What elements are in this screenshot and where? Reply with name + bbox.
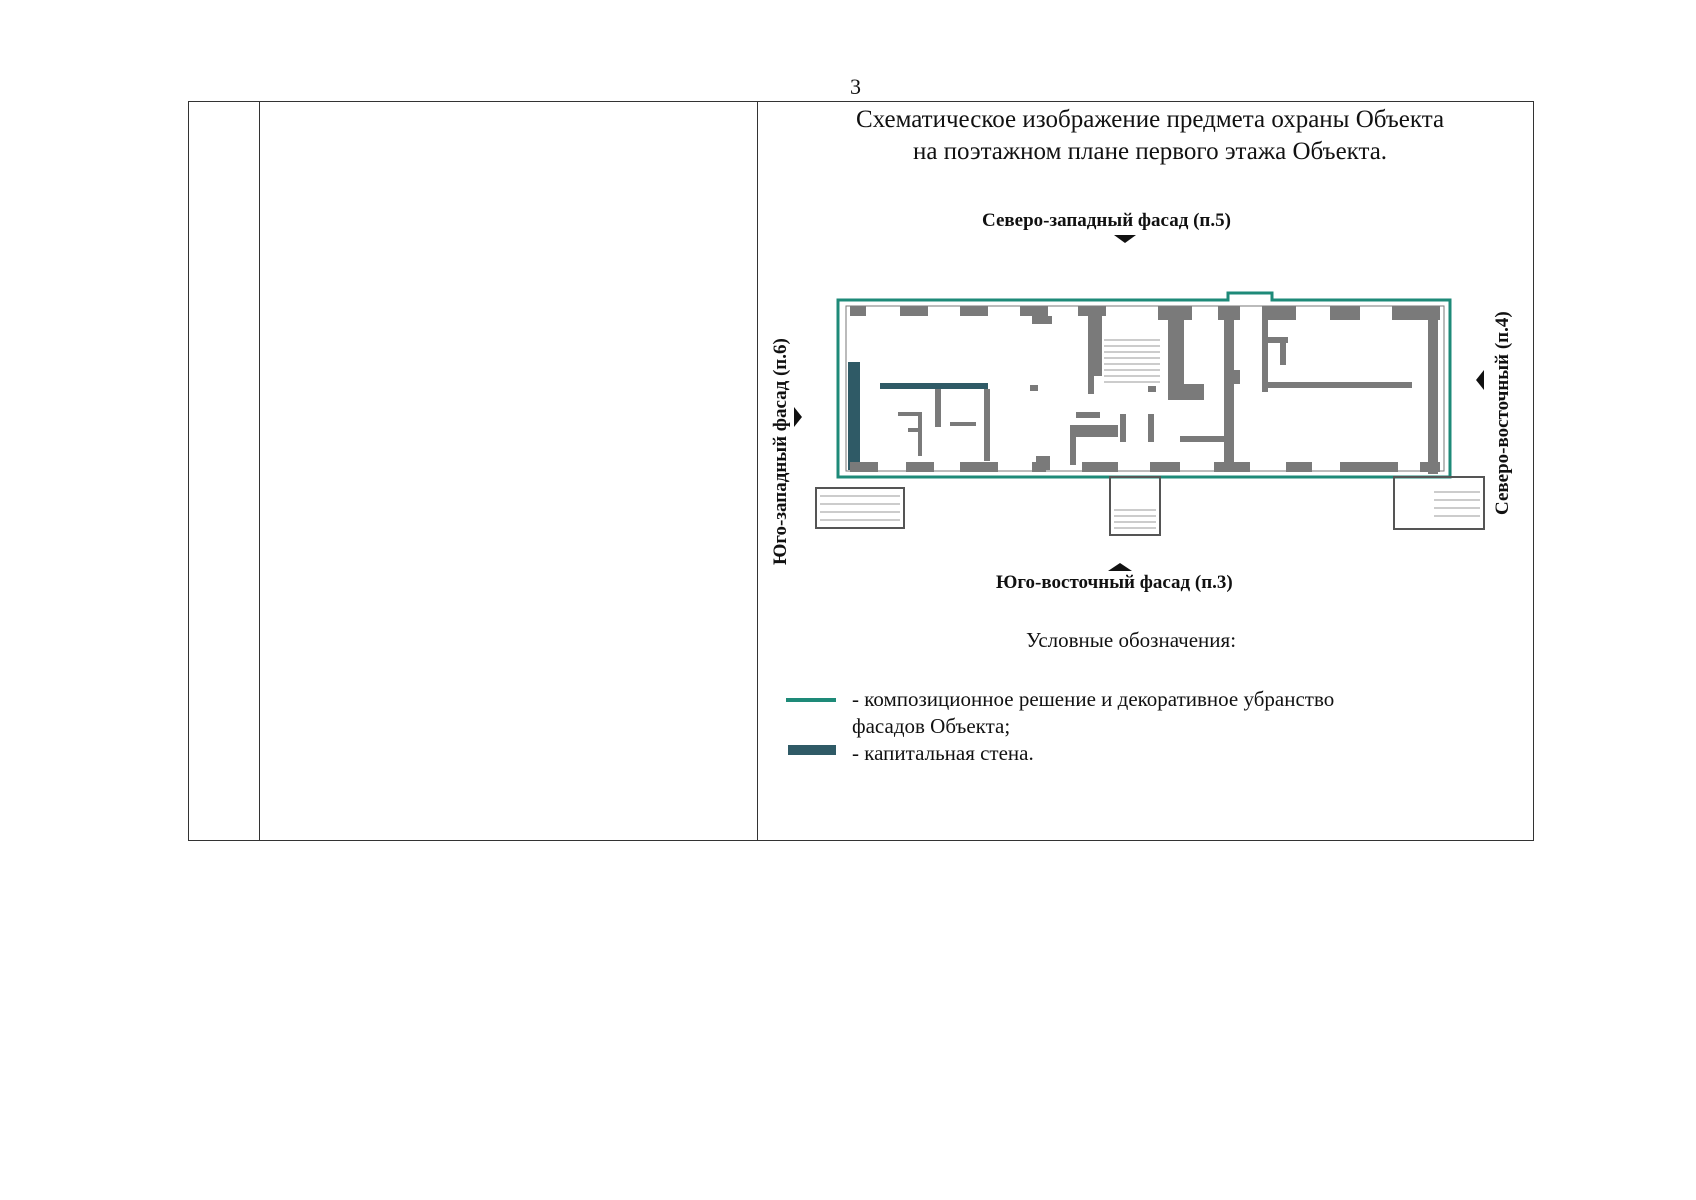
inner-wall-line [845,305,1445,472]
interior-walls [898,316,1438,474]
east-porch [1393,476,1485,530]
west-porch-steps [820,495,900,521]
protection-table [188,101,1534,841]
diagram-title: Схематическое изображение предмета охран… [760,104,1540,168]
facade-label-south-east: Юго-восточный фасад (п.3) [996,572,1233,593]
south-piers [850,462,1440,472]
table-column-divider-1 [259,102,260,840]
facade-outline [836,291,1452,479]
facade-label-north-west: Северо-западный фасад (п.5) [982,210,1231,231]
east-porch-steps [1434,491,1480,517]
diagram-title-line-2: на поэтажном плане первого этажа Объекта… [912,138,1388,165]
legend-title: Условные обозначения: [1026,628,1237,652]
capital-walls [848,362,988,470]
arrow-down-icon [1114,235,1136,243]
arrow-up-icon [1108,563,1132,571]
diagram-title-line-1: Схематическое изображение предмета охран… [855,106,1445,133]
legend-item-capital-wall: - капитальная стена. [852,741,1034,765]
north-piers [850,306,1440,324]
legend-item-facade: - композиционное решение и декоративное … [852,687,1335,738]
south-porch [1109,476,1161,536]
page-number: 3 [850,74,861,99]
legend-swatch-capital-wall [788,745,836,755]
arrow-right-icon [794,407,802,427]
west-porch [815,487,905,529]
south-porch-steps [1114,509,1156,529]
table-column-divider-2 [757,102,758,840]
central-stair [1104,339,1160,383]
arrow-left-icon [1476,370,1484,390]
